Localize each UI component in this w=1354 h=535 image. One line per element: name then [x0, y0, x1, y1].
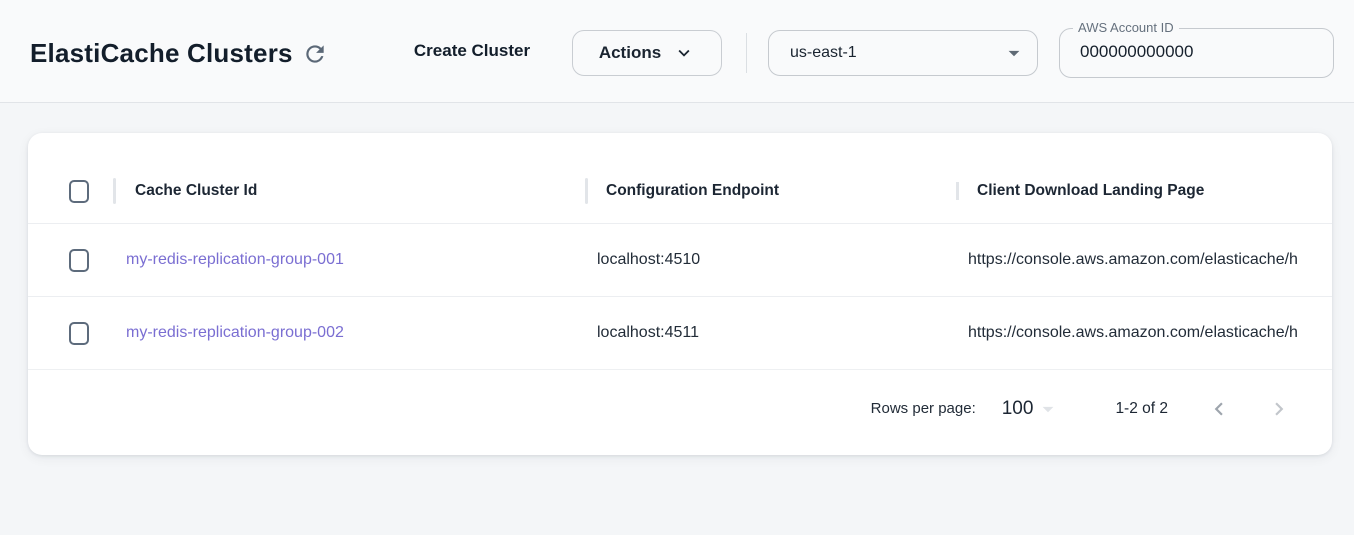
dropdown-triangle-icon [1001, 40, 1027, 66]
row-checkbox[interactable] [69, 321, 89, 345]
configuration-endpoint-cell: localhost:4511 [597, 324, 699, 341]
aws-account-id-label: AWS Account ID [1073, 20, 1179, 35]
configuration-endpoint-cell: localhost:4510 [597, 251, 701, 268]
dropdown-triangle-icon[interactable] [1035, 396, 1061, 422]
rows-per-page-select[interactable]: 100 [1001, 397, 1034, 419]
toolbar-divider [746, 33, 747, 73]
create-cluster-button[interactable]: Create Cluster [400, 41, 544, 61]
refresh-icon [302, 41, 328, 67]
next-page-button[interactable] [1266, 396, 1292, 422]
region-select[interactable]: us-east-1 [768, 30, 1038, 76]
page-title: ElastiCache Clusters [30, 38, 293, 68]
client-download-landing-page-cell: https://console.aws.amazon.com/elasticac… [968, 324, 1298, 341]
rows-per-page-label: Rows per page: [870, 400, 976, 417]
chevron-right-icon [1266, 396, 1292, 422]
pagination-range: 1-2 of 2 [1115, 399, 1168, 417]
table-row: my-redis-replication-group-001 localhost… [28, 223, 1332, 296]
select-all-checkbox[interactable] [69, 179, 89, 203]
table-pagination: Rows per page: 100 1-2 of 2 [28, 369, 1332, 455]
clusters-table-card: Cache Cluster Id Configuration Endpoint … [28, 133, 1332, 455]
table-header-row: Cache Cluster Id Configuration Endpoint … [28, 159, 1332, 223]
previous-page-button[interactable] [1206, 396, 1232, 422]
region-select-value: us-east-1 [790, 44, 857, 61]
table-row: my-redis-replication-group-002 localhost… [28, 296, 1332, 369]
client-download-landing-page-cell: https://console.aws.amazon.com/elasticac… [968, 251, 1298, 268]
top-app-bar: ElastiCache Clusters Create Cluster Acti… [0, 0, 1354, 103]
aws-account-id-input[interactable]: 000000000000 [1080, 42, 1194, 61]
column-header-cache-cluster-id[interactable]: Cache Cluster Id [104, 182, 585, 200]
aws-account-id-field[interactable]: AWS Account ID 000000000000 [1059, 20, 1334, 78]
chevron-left-icon [1206, 396, 1232, 422]
actions-button-label: Actions [598, 43, 662, 62]
cluster-id-link[interactable]: my-redis-replication-group-001 [126, 251, 344, 268]
column-header-configuration-endpoint[interactable]: Configuration Endpoint [585, 182, 956, 200]
cluster-id-link[interactable]: my-redis-replication-group-002 [126, 324, 344, 341]
column-header-client-download-landing-page[interactable]: Client Download Landing Page [956, 182, 1332, 200]
refresh-button[interactable] [302, 41, 328, 67]
row-checkbox[interactable] [69, 248, 89, 272]
actions-button[interactable]: Actions [572, 30, 722, 76]
chevron-down-icon [673, 42, 695, 64]
